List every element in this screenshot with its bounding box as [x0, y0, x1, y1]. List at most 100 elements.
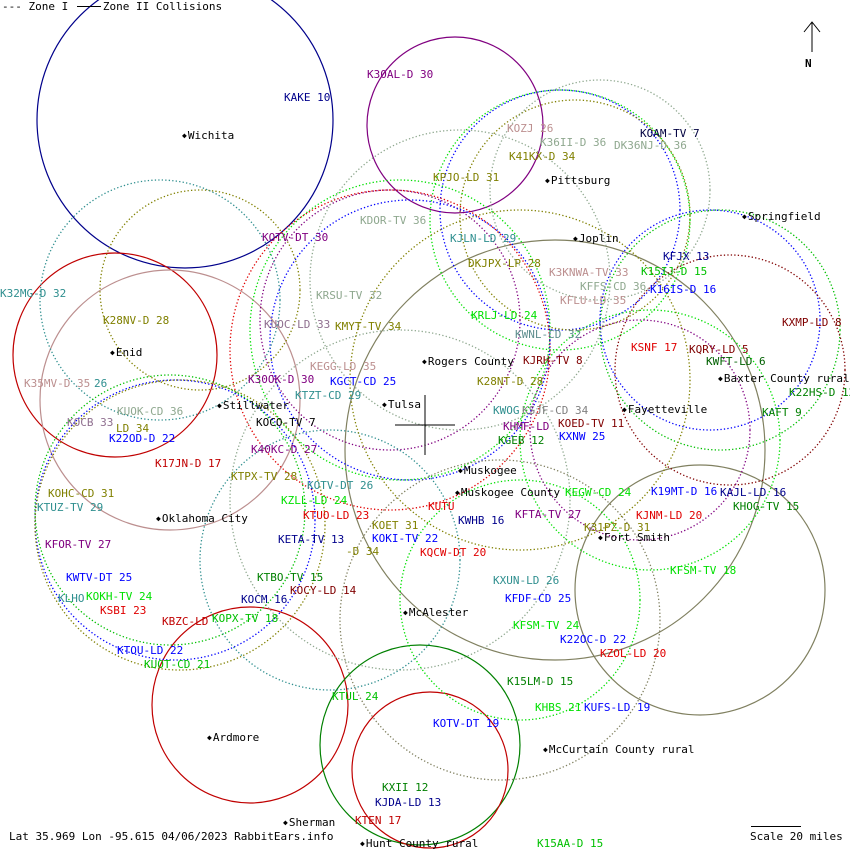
station-label[interactable]: KFFS-CD 36 — [580, 280, 647, 293]
station-label[interactable]: DK36NJ-D 36 — [614, 139, 687, 152]
station-label[interactable]: K40KC-D 27 — [251, 443, 318, 456]
station-label[interactable]: KOHC-CD 31 — [48, 487, 115, 500]
station-label[interactable]: KOET 31 — [372, 519, 419, 532]
station-label[interactable]: K30OK-D 30 — [248, 373, 315, 386]
station-label[interactable]: KTEN 17 — [355, 814, 402, 827]
station-label[interactable]: KWNL-CD 32 — [515, 328, 582, 341]
station-label[interactable]: K15IJ-D 15 — [641, 265, 708, 278]
station-label[interactable]: KTUO-LD 23 — [303, 509, 370, 522]
station-label[interactable]: KQCW-DT 20 — [420, 546, 487, 559]
station-label[interactable]: K17JN-D 17 — [155, 457, 222, 470]
station-label[interactable]: KJNM-LD 20 — [636, 509, 703, 522]
station-label[interactable]: KUOT-CD 21 — [144, 658, 211, 671]
station-label[interactable]: LD 34 — [116, 422, 150, 435]
station-label[interactable]: KFTA-TV 27 — [515, 508, 582, 521]
station-label[interactable]: K28NV-D 28 — [103, 314, 170, 327]
station-label[interactable]: KLHO — [58, 592, 85, 605]
station-label[interactable]: KFDF-CD 25 — [505, 592, 572, 605]
station-label[interactable]: KBZC-LD — [162, 615, 209, 628]
station-label[interactable]: KOPX-TV 18 — [212, 612, 279, 625]
station-label[interactable]: KXNW 25 — [559, 430, 606, 443]
station-label[interactable]: -D 34 — [346, 545, 380, 558]
station-label[interactable]: KUTU — [428, 500, 455, 513]
station-label[interactable]: K3KNWA-TV 33 — [549, 266, 629, 279]
station-label[interactable]: KFOR-TV 27 — [45, 538, 112, 551]
station-label[interactable]: KGEB 12 — [498, 434, 545, 447]
station-label[interactable]: KOCB 33 — [67, 416, 114, 429]
station-label[interactable]: KMYT-TV 34 — [335, 320, 402, 333]
station-label[interactable]: KXII 12 — [382, 781, 429, 794]
station-label[interactable]: KWFT-LD 6 — [706, 355, 766, 368]
station-label[interactable]: KJLN-LD 29 — [450, 232, 517, 245]
station-label[interactable]: KFSM-TV 24 — [513, 619, 580, 632]
station-label[interactable]: KSNF 17 — [631, 341, 678, 354]
station-label[interactable]: K30AL-D 30 — [367, 68, 434, 81]
station-label[interactable]: KWTV-DT 25 — [66, 571, 133, 584]
station-label[interactable]: KOTV-DT 30 — [262, 231, 329, 244]
station-label[interactable]: K32MG-D 32 — [0, 287, 67, 300]
station-label[interactable]: KUFS-LD 19 — [584, 701, 651, 714]
station-label[interactable]: KFJX 13 — [663, 250, 710, 263]
station-label[interactable]: KUOK-CD 36 — [117, 405, 184, 418]
station-label[interactable]: KOTV-DT 19 — [433, 717, 500, 730]
station-label[interactable]: KETA-TV 13 — [278, 533, 345, 546]
station-label[interactable]: KEGW-CD 24 — [565, 486, 632, 499]
station-label[interactable]: KOCY-LD 14 — [290, 584, 357, 597]
station-label[interactable]: DKJPX-LP 28 — [468, 257, 541, 270]
station-label[interactable]: K15LM-D 15 — [507, 675, 574, 688]
station-label[interactable]: KFSM-TV 18 — [670, 564, 737, 577]
station-label[interactable]: KWHB 16 — [458, 514, 505, 527]
station-label[interactable]: KTZT-CD 29 — [295, 389, 362, 402]
station-label[interactable]: KOTV-DT 26 — [307, 479, 374, 492]
station-label[interactable]: K22OD-D 22 — [109, 432, 176, 445]
station-label[interactable]: KTOU-LD 22 — [117, 644, 184, 657]
station-label[interactable]: KHBS 21 — [535, 701, 582, 714]
station-label[interactable]: KOCO-TV 7 — [256, 416, 316, 429]
station-label[interactable]: K35MV-D 35 — [24, 377, 91, 390]
station-label[interactable]: K22OC-D 22 — [560, 633, 627, 646]
station-label[interactable]: KJRH-TV 8 — [523, 354, 583, 367]
station-label[interactable]: KTBO-TV 15 — [257, 571, 324, 584]
station-label[interactable]: KZLL-LD 24 — [281, 494, 348, 507]
station-label[interactable]: KWOG — [493, 404, 520, 417]
station-label[interactable]: KOKI-TV 22 — [372, 532, 439, 545]
station-label[interactable]: KUOC-LD 33 — [264, 318, 331, 331]
station-label[interactable]: KTUZ-TV 29 — [37, 501, 104, 514]
station-label[interactable]: KJDA-LD 13 — [375, 796, 442, 809]
station-label[interactable]: KDOR-TV 36 — [360, 214, 427, 227]
station-label[interactable]: KQRY-LD 5 — [689, 343, 749, 356]
station-label[interactable]: KOAM-TV 7 — [640, 127, 700, 140]
station-label[interactable]: KOCM 16 — [241, 593, 288, 606]
station-label[interactable]: KSBI 23 — [100, 604, 147, 617]
station-label[interactable]: KOKH-TV 24 — [86, 590, 153, 603]
station-label[interactable]: KPJO-LD 31 — [433, 171, 500, 184]
station-label[interactable]: K22HS-D 12 — [789, 386, 850, 399]
station-label[interactable]: 26 — [94, 377, 108, 390]
station-label[interactable]: K15AA-D 15 — [537, 837, 604, 850]
station-label[interactable]: K36II-D 36 — [540, 136, 607, 149]
station-label[interactable]: KOZJ 26 — [507, 122, 554, 135]
station-label[interactable]: K19MT-D 16 — [651, 485, 718, 498]
station-label[interactable]: K28NT-D 28 — [477, 375, 544, 388]
station-label[interactable]: KHOG-TV 15 — [733, 500, 800, 513]
station-label[interactable]: KEGG-LD 35 — [310, 360, 377, 373]
station-label[interactable]: KZOL-LD 20 — [600, 647, 667, 660]
station-label[interactable]: KRSU-TV 32 — [316, 289, 383, 302]
station-label[interactable]: KHMF-LD — [503, 420, 550, 433]
station-label[interactable]: KTPX-TV 28 — [231, 470, 298, 483]
station-label[interactable]: KXMP-LD 8 — [782, 316, 842, 329]
zone2-contour — [349, 209, 691, 551]
station-label[interactable]: KAFT 9 — [762, 406, 802, 419]
station-label[interactable]: KTUL 24 — [332, 690, 379, 703]
station-label[interactable]: KFLU-LD 35 — [560, 294, 627, 307]
station-label[interactable]: KOED-TV 11 — [558, 417, 625, 430]
station-label[interactable]: K16IS-D 16 — [650, 283, 717, 296]
station-label[interactable]: KAJL-LD 16 — [720, 486, 787, 499]
station-label[interactable]: KSJF-CD 34 — [522, 404, 589, 417]
station-label[interactable]: K41KX-D 34 — [509, 150, 576, 163]
station-label[interactable]: KGCT-CD 25 — [330, 375, 397, 388]
station-label[interactable]: KAKE 10 — [284, 91, 331, 104]
station-label[interactable]: KRLJ-LD 24 — [471, 309, 538, 322]
station-label[interactable]: KXUN-LD 26 — [493, 574, 560, 587]
